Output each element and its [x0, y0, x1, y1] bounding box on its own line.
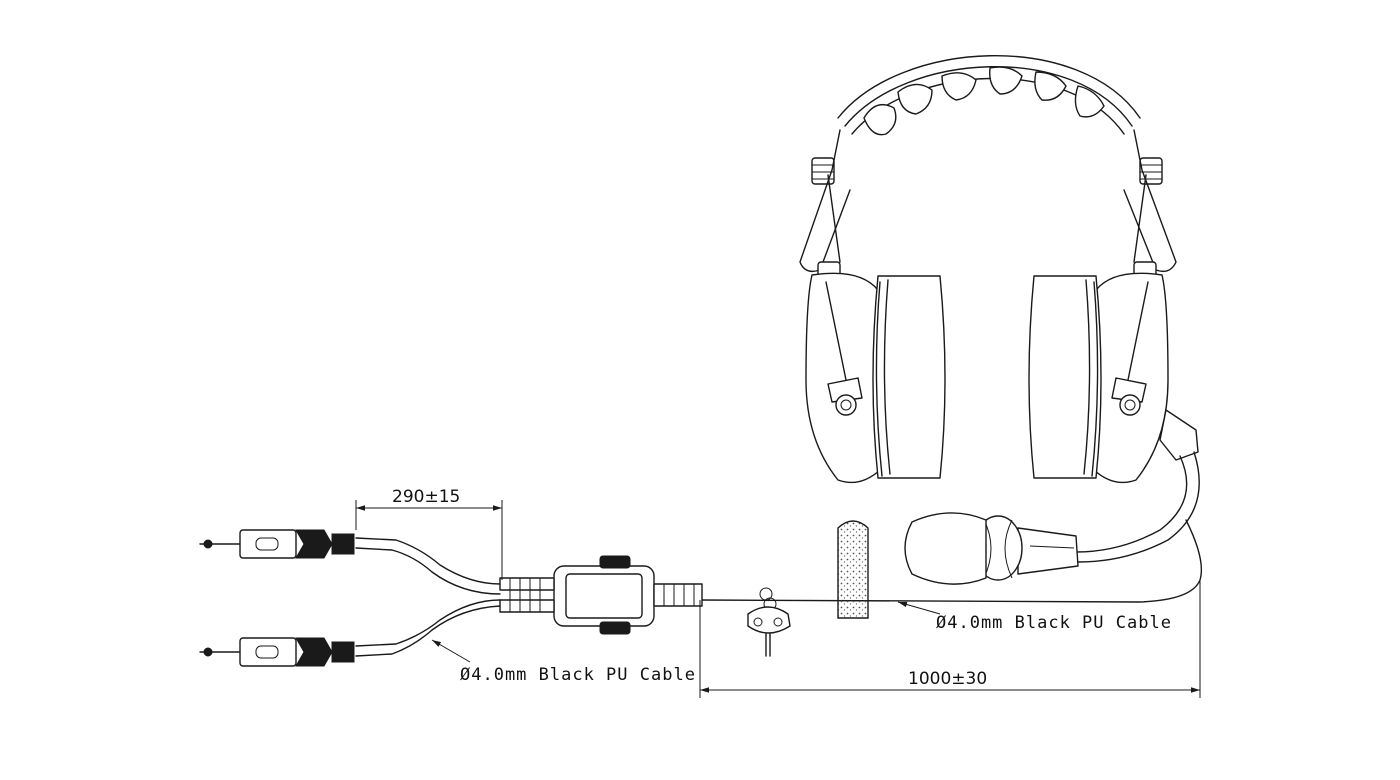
dimension-main: 1000±30	[699, 580, 1201, 698]
plug-icon	[199, 637, 355, 667]
headband	[799, 55, 1177, 273]
mic-windscreen	[837, 520, 869, 619]
split-cables	[355, 537, 501, 657]
microphone-boom	[699, 409, 1203, 603]
junction-box	[499, 555, 703, 635]
left-adjuster	[799, 129, 851, 273]
callout-dual-cable: Ø4.0mm Black PU Cable	[431, 639, 696, 685]
right-adjuster	[1123, 129, 1177, 273]
right-ear-cup	[1028, 261, 1169, 484]
callout-dual-cable-text: Ø4.0mm Black PU Cable	[460, 665, 696, 685]
strain-reliefs	[499, 577, 703, 613]
left-ear-cup	[805, 261, 946, 484]
headband-pads	[863, 66, 1105, 136]
callout-headset-cable-text: Ø4.0mm Black PU Cable	[936, 613, 1172, 633]
cable-clip	[747, 587, 791, 657]
dimension-split: 290±15	[355, 487, 503, 580]
split-dimension-label: 290±15	[392, 487, 460, 507]
main-dimension-label: 1000±30	[908, 669, 987, 689]
plug-icon	[199, 529, 355, 559]
callout-headset-cable: Ø4.0mm Black PU Cable	[897, 601, 1172, 633]
